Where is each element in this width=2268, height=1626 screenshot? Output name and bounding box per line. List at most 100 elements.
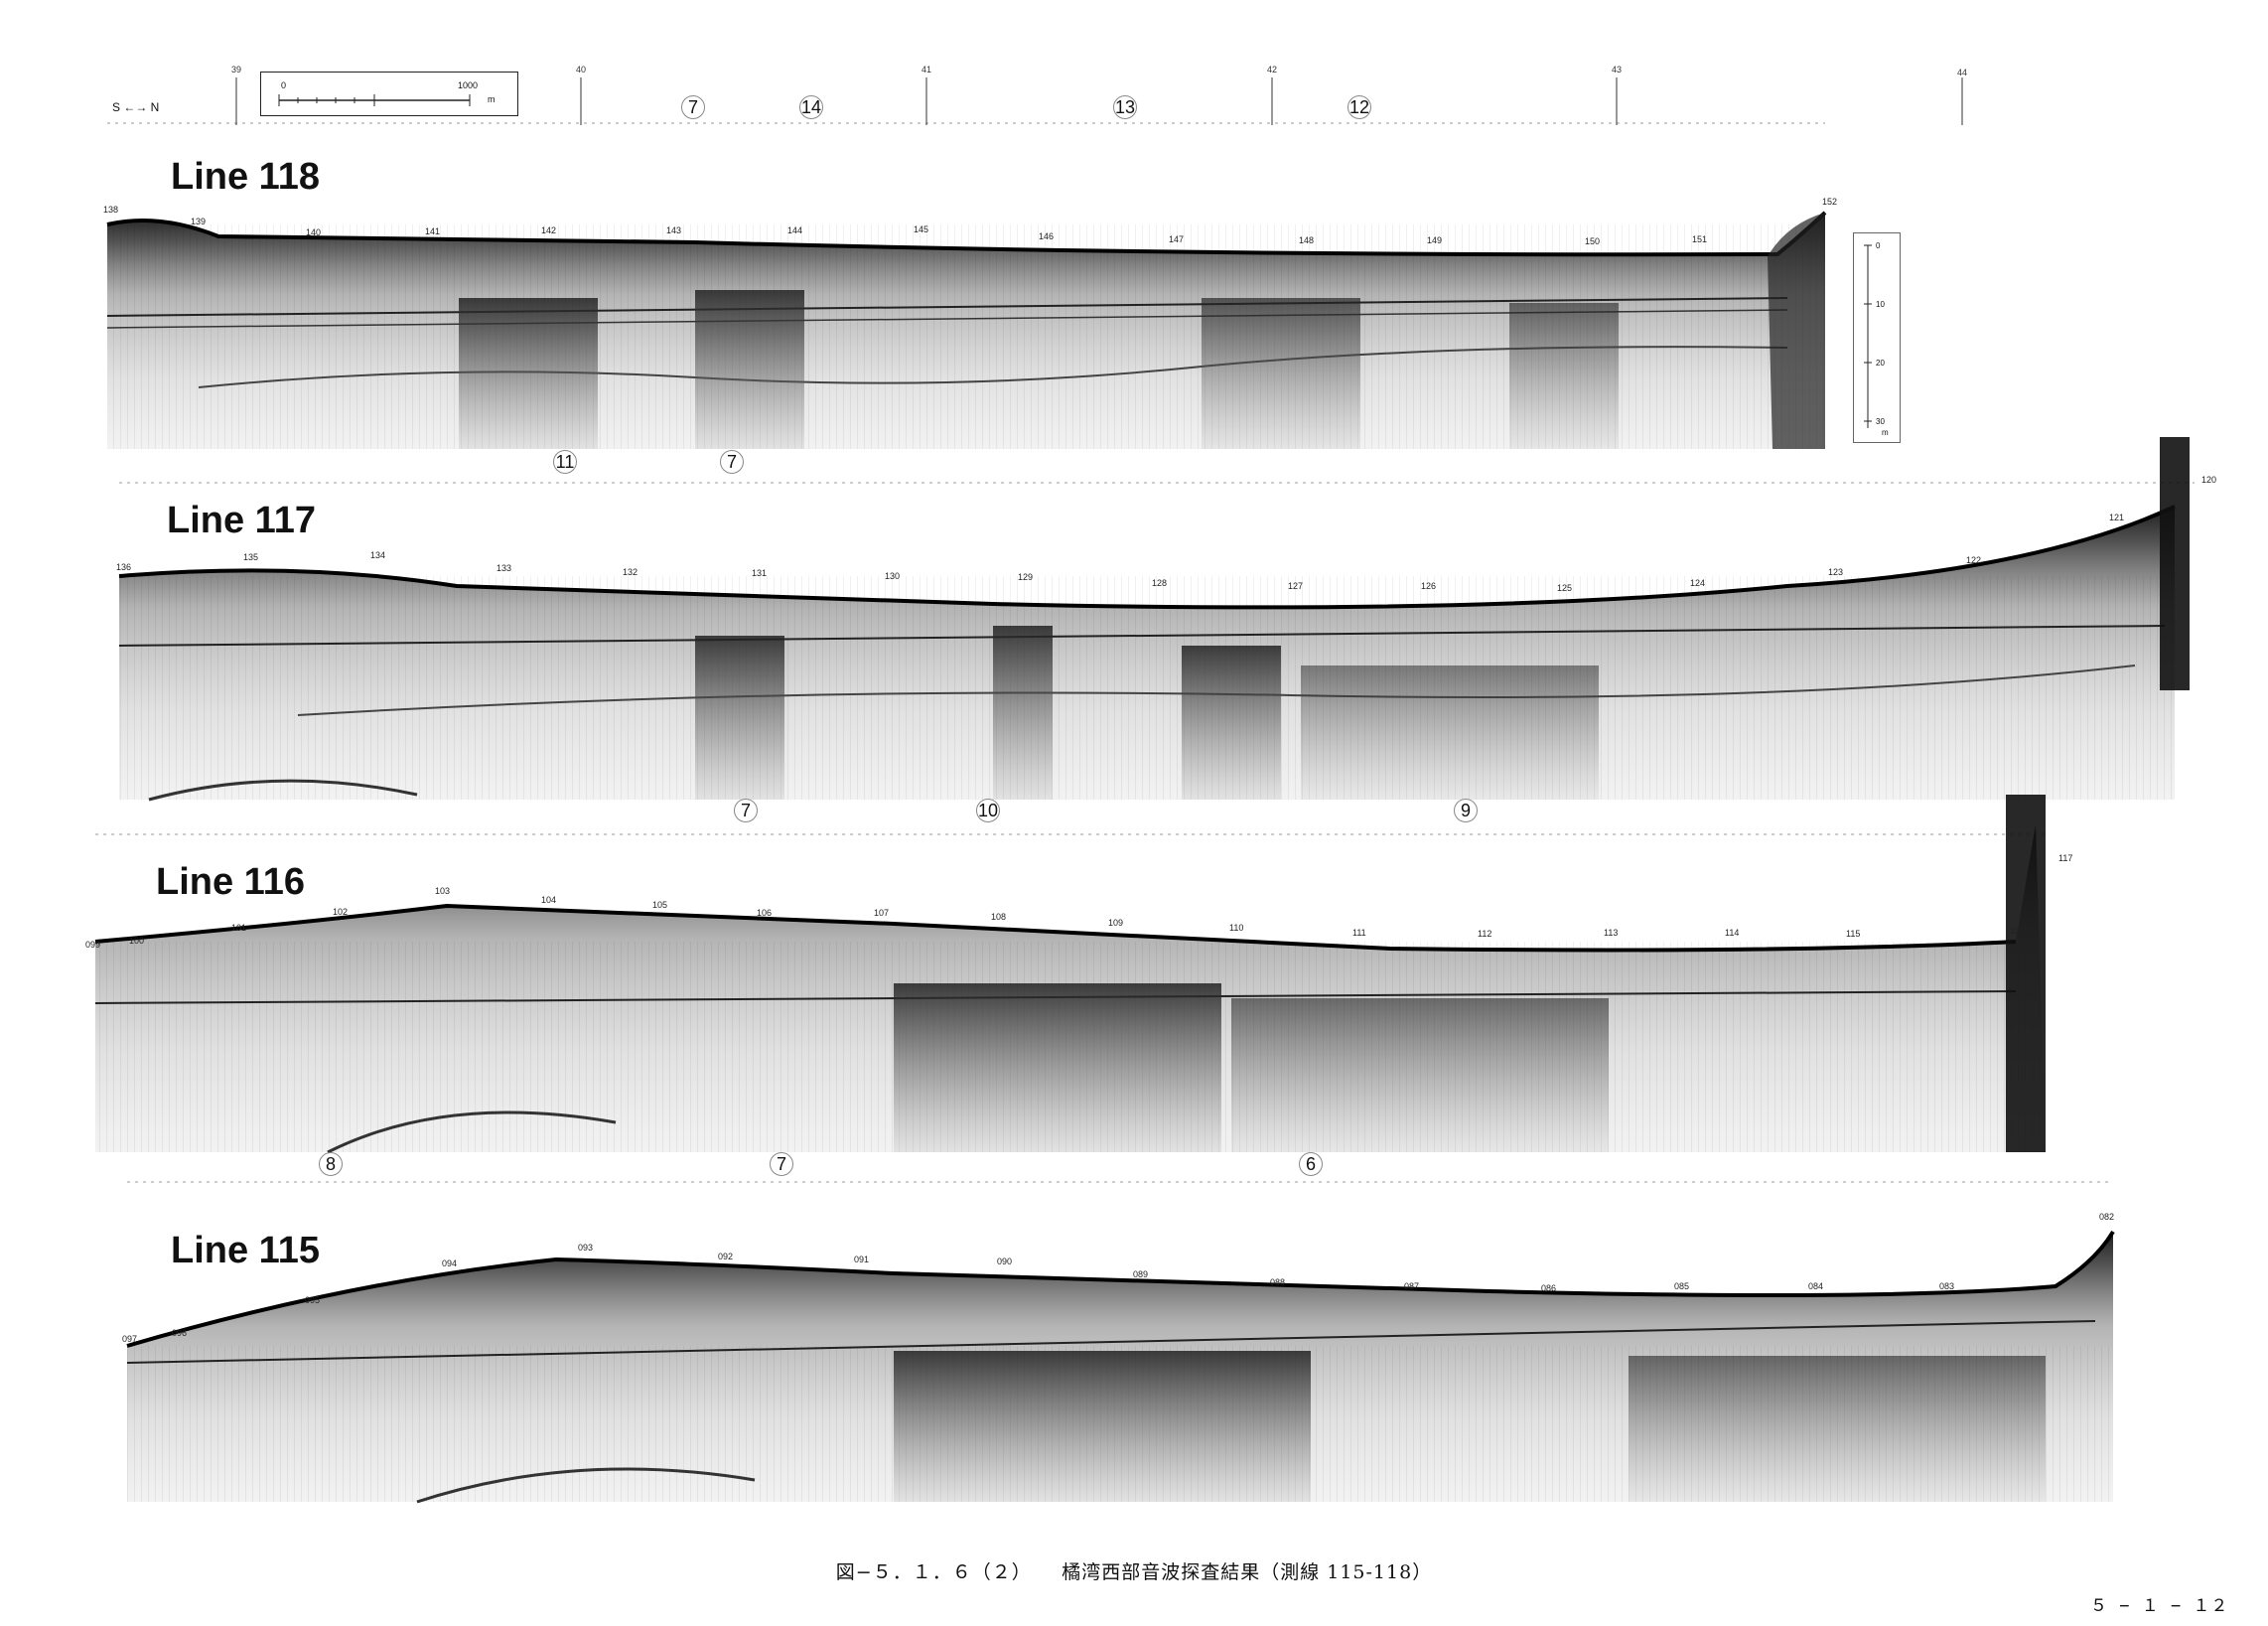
fix-number: 147 (1169, 234, 1185, 244)
fix-number: 085 (1674, 1281, 1690, 1291)
scale-end-label: 1000 (458, 80, 479, 90)
fix-number: 132 (623, 567, 638, 577)
top-tick-label: 42 (1267, 65, 1278, 74)
fix-number: 103 (435, 886, 451, 896)
fix-number: 135 (243, 552, 259, 562)
top-tick-label: 40 (576, 65, 587, 74)
fix-number: 104 (541, 895, 557, 905)
fix-number: 122 (1966, 555, 1982, 565)
top-tick-label: 44 (1957, 68, 1968, 77)
fix-number: 133 (496, 563, 512, 573)
fix-number: 100 (129, 936, 145, 946)
fix-number: 092 (718, 1252, 734, 1261)
fix-number: 151 (1692, 234, 1708, 244)
fix-number: 093 (578, 1243, 594, 1253)
fix-number: 148 (1299, 235, 1315, 245)
fix-number: 146 (1039, 231, 1055, 241)
fix-number: 129 (1018, 572, 1034, 582)
depth-unit: m (1882, 428, 1889, 437)
fix-number: 095 (305, 1295, 321, 1305)
panel-line-115 (126, 1181, 2115, 1504)
fix-number: 087 (1404, 1281, 1420, 1291)
fix-number: 113 (1604, 928, 1619, 938)
scale-ruler (278, 94, 471, 106)
fix-number: 134 (370, 550, 386, 560)
top-tick-label: 43 (1612, 65, 1623, 74)
marker-number: 9 (1454, 799, 1478, 822)
fix-number: 138 (103, 205, 119, 215)
fix-number: 124 (1690, 578, 1706, 588)
depth-tick: 30 (1876, 417, 1885, 426)
fix-number: 125 (1557, 583, 1573, 593)
fix-number: 145 (914, 224, 929, 234)
fix-number: 091 (854, 1255, 870, 1264)
fix-number: 094 (442, 1258, 458, 1268)
depth-tick: 20 (1876, 359, 1885, 368)
marker-line117: 11 (550, 450, 580, 514)
marker-line115: 6 (1296, 1152, 1326, 1220)
marker-number: 7 (681, 95, 705, 119)
marker-number: 10 (976, 799, 1000, 822)
fix-number: 082 (2099, 1212, 2115, 1222)
marker-line118: 7 (678, 95, 708, 163)
marker-line116: 9 (1451, 799, 1481, 862)
fix-number: 152 (1822, 197, 1838, 207)
marker-line118: 13 (1110, 95, 1140, 163)
direction-indicator: S ←→ N (112, 100, 160, 114)
fix-number: 110 (1229, 923, 1244, 933)
fix-number: 112 (1478, 929, 1492, 939)
fix-number: 143 (666, 225, 682, 235)
line-label-116: Line 116 (156, 861, 305, 903)
fix-number: 150 (1585, 236, 1601, 246)
scale-unit-label: m (488, 94, 496, 104)
fix-number: 111 (1352, 928, 1366, 938)
depth-tick: 10 (1876, 300, 1885, 309)
fix-number: 141 (425, 226, 441, 236)
marker-line115: 7 (767, 1152, 796, 1220)
marker-number: 7 (720, 450, 744, 474)
fix-number: 090 (997, 1256, 1013, 1266)
fix-number: 116 (2010, 926, 2025, 936)
fix-number: 117 (2058, 853, 2073, 863)
marker-number: 7 (734, 799, 758, 822)
fix-number: 123 (1828, 567, 1844, 577)
depth-tick: 0 (1876, 241, 1881, 250)
fix-number: 127 (1288, 581, 1304, 591)
fix-number: 097 (122, 1334, 138, 1344)
marker-line116: 7 (731, 799, 761, 862)
fix-number: 130 (885, 571, 901, 581)
fix-number: 109 (1108, 918, 1124, 928)
marker-line115: 8 (316, 1152, 346, 1220)
marker-line118: 14 (796, 95, 826, 163)
marker-number: 14 (799, 95, 823, 119)
fix-number: 149 (1427, 235, 1443, 245)
fix-number: 107 (874, 908, 890, 918)
top-tick-label: 41 (921, 65, 932, 74)
fix-number: 086 (1541, 1283, 1557, 1293)
fix-number: 115 (1846, 929, 1861, 939)
marker-number: 7 (770, 1152, 793, 1176)
fix-number: 144 (787, 225, 803, 235)
marker-number: 12 (1347, 95, 1371, 119)
fix-number: 121 (2109, 513, 2125, 522)
fix-number: 088 (1270, 1277, 1286, 1287)
marker-number: 13 (1113, 95, 1137, 119)
fix-number: 128 (1152, 578, 1168, 588)
marker-number: 6 (1299, 1152, 1323, 1176)
marker-line117: 7 (717, 450, 747, 514)
fix-number: 102 (333, 907, 349, 917)
panel-line-116 (94, 795, 2046, 1154)
fix-number: 142 (541, 225, 557, 235)
marker-number: 11 (553, 450, 577, 474)
fix-number: 114 (1725, 928, 1740, 938)
fix-number: 136 (116, 562, 132, 572)
horizontal-scale-bar: 0 1000 m (260, 72, 518, 116)
fix-number: 084 (1808, 1281, 1824, 1291)
depth-scale: 0 10 20 30 m (1853, 232, 1901, 443)
line-label-115: Line 115 (171, 1230, 320, 1271)
fix-number: 101 (231, 923, 247, 933)
panel-line-118 (106, 122, 1827, 449)
fix-number: 089 (1133, 1269, 1149, 1279)
marker-number: 8 (319, 1152, 343, 1176)
